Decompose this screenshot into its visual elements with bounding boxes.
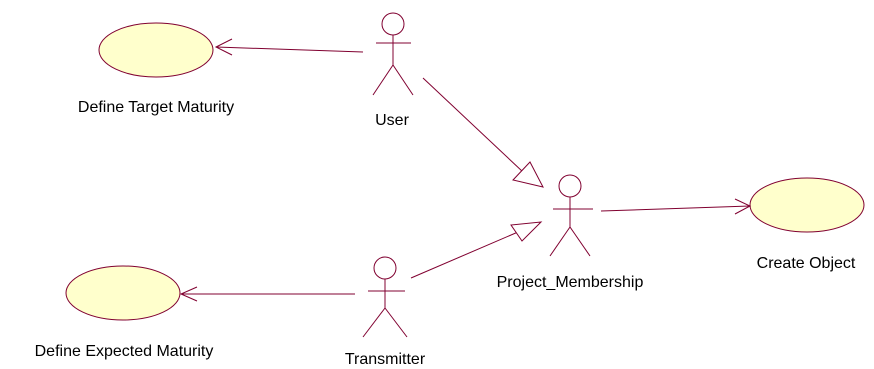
usecase-define-expected-maturity[interactable] <box>65 265 181 321</box>
association-transmitter-define-expected-maturity[interactable] <box>179 286 355 302</box>
association-user-define-target-maturity[interactable] <box>214 38 364 56</box>
generalization-user-project-membership[interactable] <box>422 77 544 188</box>
generalization-transmitter-project-membership[interactable] <box>410 221 543 279</box>
actor-project-membership[interactable] <box>549 174 593 257</box>
label-create-object: Create Object <box>757 255 856 272</box>
label-define-expected-maturity: Define Expected Maturity <box>35 343 214 360</box>
association-project-membership-create-object[interactable] <box>600 198 752 215</box>
label-transmitter: Transmitter <box>345 351 426 368</box>
label-user: User <box>375 112 409 129</box>
actor-transmitter[interactable] <box>362 256 408 338</box>
label-define-target-maturity: Define Target Maturity <box>78 99 234 116</box>
usecase-define-target-maturity[interactable] <box>98 22 214 78</box>
usecase-create-object[interactable] <box>749 177 865 233</box>
label-project-membership: Project_Membership <box>497 274 644 291</box>
actor-user[interactable] <box>372 12 414 96</box>
